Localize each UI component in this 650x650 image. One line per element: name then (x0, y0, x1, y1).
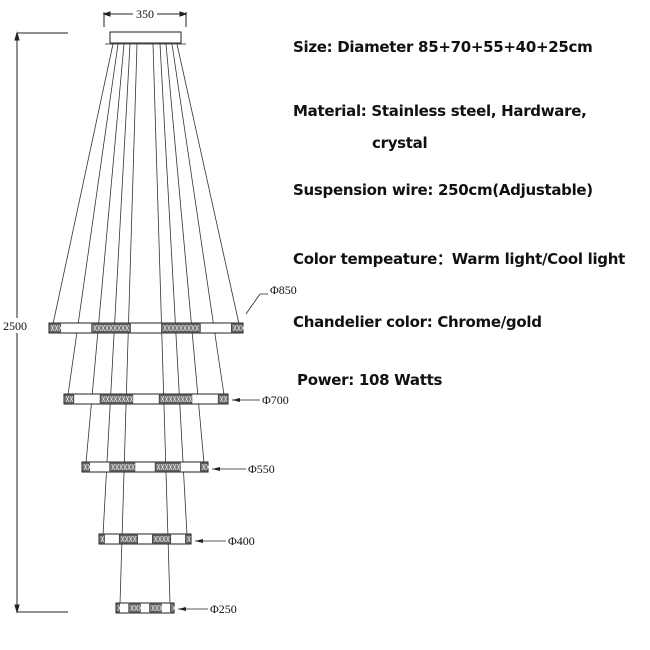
ring-5: Φ250 (115, 602, 237, 616)
wire (165, 43, 205, 464)
crystal-segment (115, 603, 120, 613)
ring-diameter-label: Φ550 (248, 462, 275, 476)
wire (176, 43, 240, 325)
spec-suspension: Suspension wire: 250cm(Adjustable) (293, 181, 593, 199)
ring-2: Φ700 (63, 393, 289, 407)
crystal-segment (185, 534, 192, 544)
height-label: 2500 (3, 319, 27, 333)
ring-diameter-label: Φ250 (210, 602, 237, 616)
wire (171, 43, 225, 396)
ring-diameter-label: Φ400 (228, 534, 255, 548)
ring-3: Φ550 (81, 461, 275, 476)
canopy-width-dimension (102, 11, 188, 27)
spec-power: Power: 108 Watts (297, 371, 443, 389)
ring-4: Φ400 (98, 533, 255, 548)
wire (52, 43, 114, 325)
spec-material: Material: Stainless steel, Hardware, (293, 102, 587, 120)
canopy-width-label: 350 (136, 7, 154, 21)
ring-diameter-label: Φ700 (262, 393, 289, 407)
crystal-segment (217, 394, 229, 404)
spec-material-cont: crystal (372, 134, 428, 152)
spec-color-temperature: Color tempeature：Warm light/Cool light (293, 250, 625, 268)
crystal-segment (98, 534, 105, 544)
crystal-segment (99, 394, 134, 404)
crystal-segment (118, 534, 138, 544)
crystal-segment (109, 462, 136, 472)
wire (85, 43, 125, 464)
ring-1: Φ850 (48, 283, 297, 334)
ring-diameter-label: Φ850 (270, 283, 297, 297)
spec-chandelier-color: Chandelier color: Chrome/gold (293, 313, 542, 331)
height-dimension (14, 31, 68, 614)
wire (159, 43, 188, 536)
crystal-segment (170, 603, 175, 613)
crystal-segment (154, 462, 181, 472)
crystal-segment (63, 394, 75, 404)
canopy (109, 31, 182, 44)
crystal-segment (152, 534, 172, 544)
spec-size: Size: Diameter 85+70+55+40+25cm (293, 38, 593, 56)
crystal-segment (158, 394, 193, 404)
wire (102, 43, 131, 536)
wire (67, 43, 119, 396)
